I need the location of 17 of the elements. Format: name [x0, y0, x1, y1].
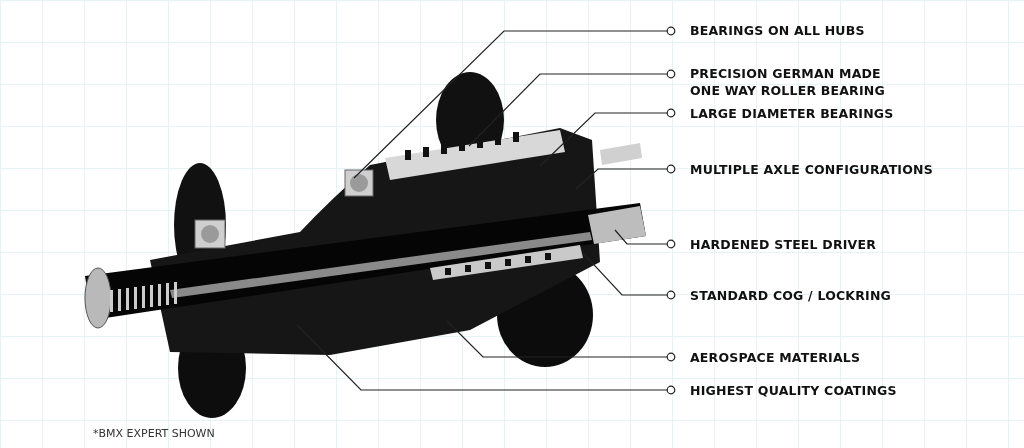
feature-label: STANDARD COG / LOCKRING — [690, 288, 892, 303]
leader-line — [446, 320, 676, 362]
feature-label: HIGHEST QUALITY COATINGS — [690, 383, 897, 398]
feature-label: PRECISION GERMAN MADE ONE WAY ROLLER BEARING — [690, 66, 885, 98]
leader-line — [539, 108, 676, 167]
feature-label: LARGE DIAMETER BEARINGS — [690, 106, 894, 121]
leader-line — [582, 252, 676, 300]
leader-line — [353, 26, 676, 179]
feature-label: MULTIPLE AXLE CONFIGURATIONS — [690, 162, 933, 177]
leader-line — [575, 164, 676, 190]
leader-line — [468, 69, 676, 147]
footnote: *BMX EXPERT SHOWN — [93, 427, 215, 440]
feature-label: AEROSPACE MATERIALS — [690, 350, 861, 365]
feature-label: HARDENED STEEL DRIVER — [690, 237, 877, 252]
feature-label: BEARINGS ON ALL HUBS — [690, 23, 865, 38]
leader-line — [296, 324, 676, 395]
leader-line — [614, 229, 676, 249]
